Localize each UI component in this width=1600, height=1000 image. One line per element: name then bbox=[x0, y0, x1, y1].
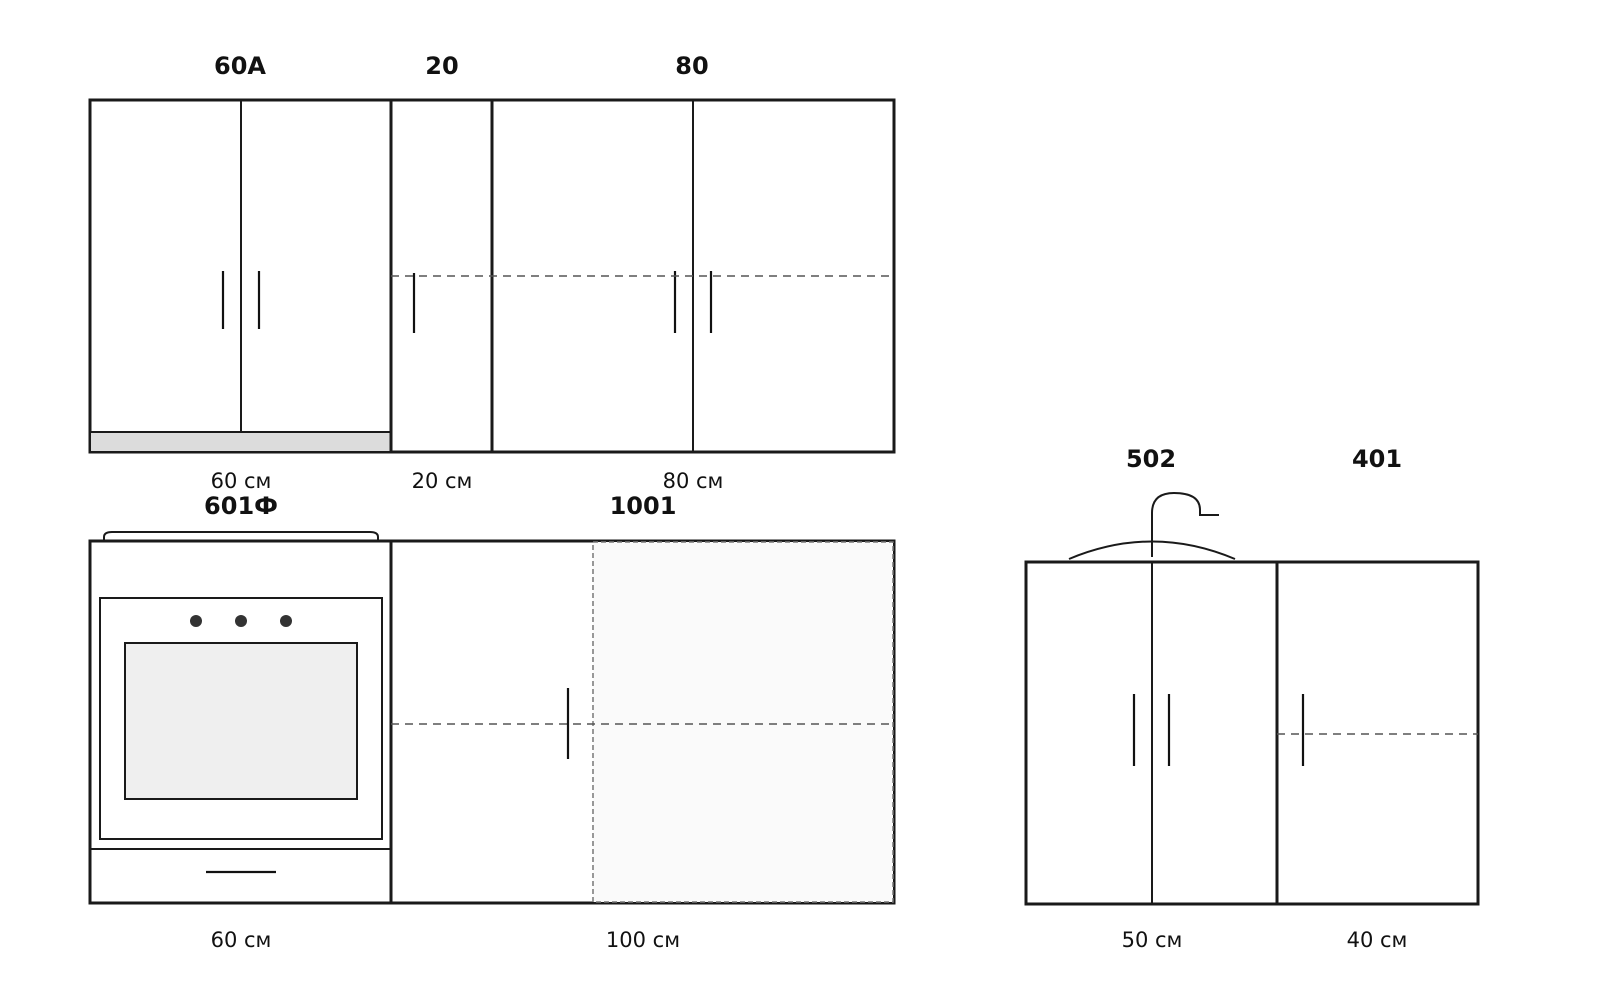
module-80-width: 80 см bbox=[663, 469, 724, 493]
oven-knob bbox=[190, 615, 202, 627]
module-1001-open-section bbox=[592, 541, 894, 903]
module-80-code: 80 bbox=[675, 52, 708, 80]
module-60a bbox=[88, 98, 393, 454]
module-502-code: 502 bbox=[1126, 445, 1176, 473]
module-20-width: 20 см bbox=[412, 469, 473, 493]
module-601f-code: 601Ф bbox=[204, 492, 278, 520]
oven-knob bbox=[235, 615, 247, 627]
module-401-width: 40 см bbox=[1347, 928, 1408, 952]
module-401-code: 401 bbox=[1352, 445, 1402, 473]
module-401 bbox=[1275, 560, 1480, 906]
module-502 bbox=[1024, 491, 1279, 906]
module-60a-plinth bbox=[89, 431, 392, 453]
module-601f bbox=[88, 531, 393, 905]
module-60a-code: 60А bbox=[214, 52, 266, 80]
module-601f-width: 60 см bbox=[211, 928, 272, 952]
module-20-code: 20 bbox=[425, 52, 458, 80]
module-401-body bbox=[1275, 560, 1480, 906]
module-60a-width: 60 см bbox=[211, 469, 272, 493]
oven-knob bbox=[280, 615, 292, 627]
cooktop-outline bbox=[103, 531, 379, 541]
module-1001-code: 1001 bbox=[610, 492, 677, 520]
faucet-icon bbox=[1151, 491, 1219, 557]
oven-window bbox=[124, 642, 358, 800]
oven-door bbox=[99, 597, 383, 840]
module-1001 bbox=[389, 539, 896, 905]
module-1001-width: 100 см bbox=[606, 928, 680, 952]
module-502-width: 50 см bbox=[1122, 928, 1183, 952]
